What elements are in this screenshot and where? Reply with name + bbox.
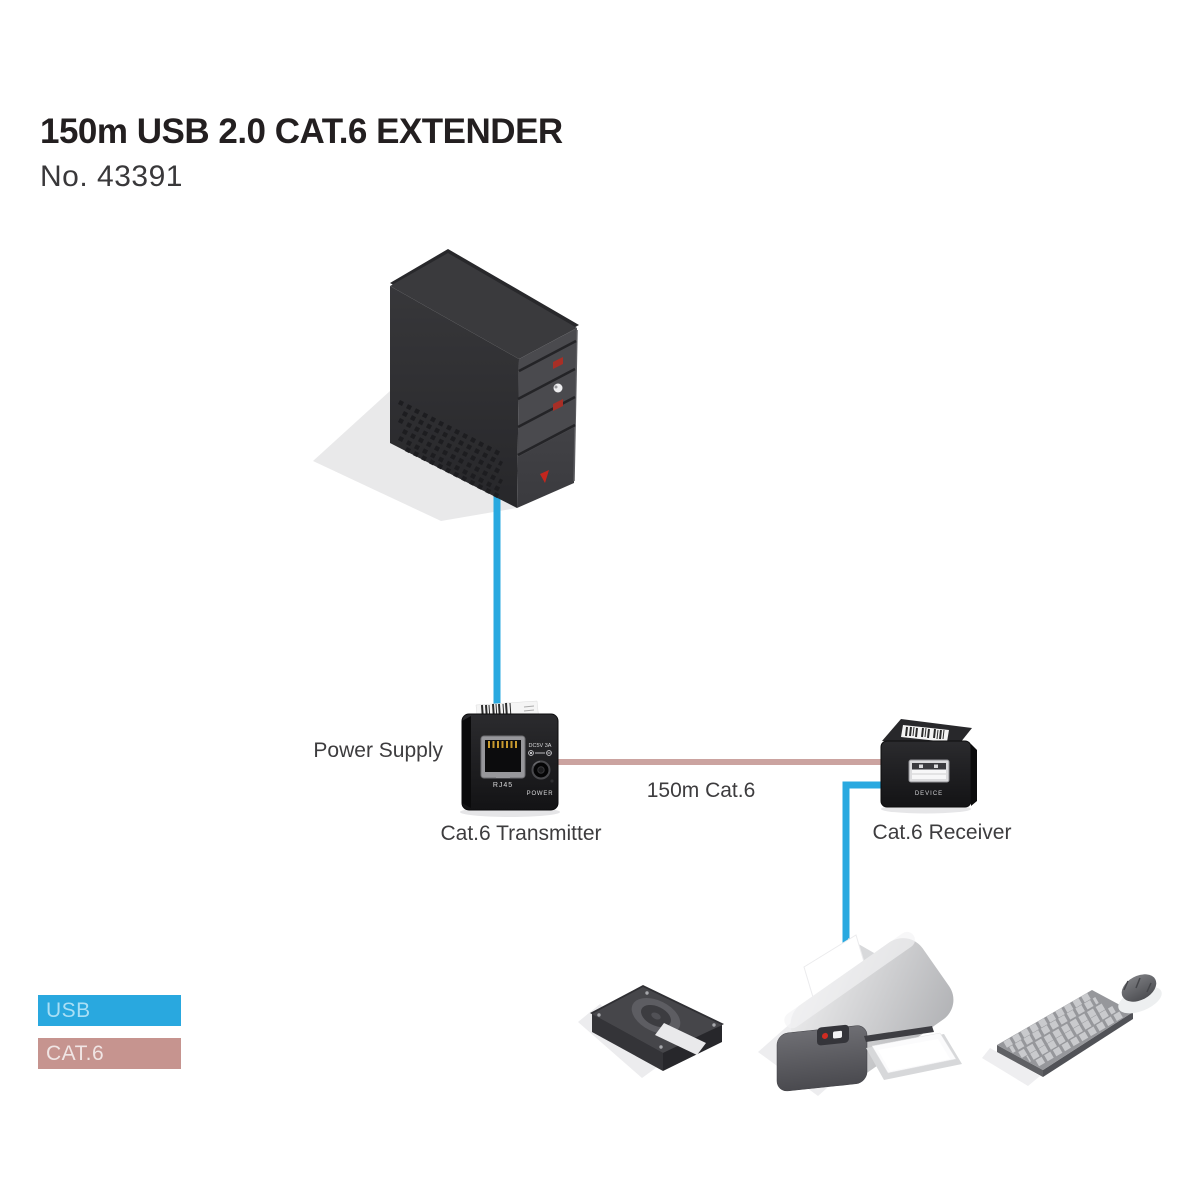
printer-output-slot xyxy=(864,1026,934,1042)
usb-device-port xyxy=(908,759,950,783)
pc-red-accent-mid xyxy=(553,399,563,411)
dc-power-jack xyxy=(531,760,551,780)
legend-usb-swatch: USB xyxy=(38,995,181,1026)
page-title: 150m USB 2.0 CAT.6 EXTENDER xyxy=(40,112,563,151)
hdd-screws xyxy=(597,991,716,1049)
printer-illustration xyxy=(758,931,962,1096)
hdd-illustration xyxy=(578,985,724,1078)
hdd-label xyxy=(655,1023,706,1055)
rj45-label: RJ45 xyxy=(493,782,513,789)
cable-length-label: 150m Cat.6 xyxy=(646,779,756,802)
power-supply-label: Power Supply xyxy=(313,739,443,762)
transmitter-illustration: RJ45 DC5V 3A POWER xyxy=(460,700,560,817)
pc-side-panel xyxy=(390,286,519,508)
rj45-port xyxy=(480,735,526,779)
transmitter-label: Cat.6 Transmitter xyxy=(440,822,602,845)
keyboard-illustration xyxy=(982,990,1133,1086)
dc-polarity-icon xyxy=(528,750,552,756)
pc-tower-illustration xyxy=(390,249,579,508)
pc-red-accent-top xyxy=(553,357,563,369)
mouse-body xyxy=(1121,974,1157,1002)
receiver-label: Cat.6 Receiver xyxy=(872,821,1012,844)
cable-legend: USB CAT.6 xyxy=(38,995,181,1069)
power-label: POWER xyxy=(527,791,554,797)
pc-power-button xyxy=(553,383,563,393)
mouse-illustration xyxy=(1118,974,1162,1014)
dc-rating-label: DC5V 3A xyxy=(529,743,552,749)
receiver-illustration: DEVICE xyxy=(880,719,977,814)
device-label: DEVICE xyxy=(915,791,943,797)
pc-drive-bays xyxy=(517,339,577,457)
article-number: No. 43391 xyxy=(40,160,183,193)
pc-power-led xyxy=(540,470,549,483)
legend-cat6-swatch: CAT.6 xyxy=(38,1038,181,1069)
printer-power-led xyxy=(822,1032,828,1039)
pc-vent-grid xyxy=(397,399,504,501)
keyboard-keys xyxy=(1001,992,1124,1068)
pc-top-face xyxy=(390,253,577,359)
usb-cable-receiver-to-devices xyxy=(842,781,890,955)
